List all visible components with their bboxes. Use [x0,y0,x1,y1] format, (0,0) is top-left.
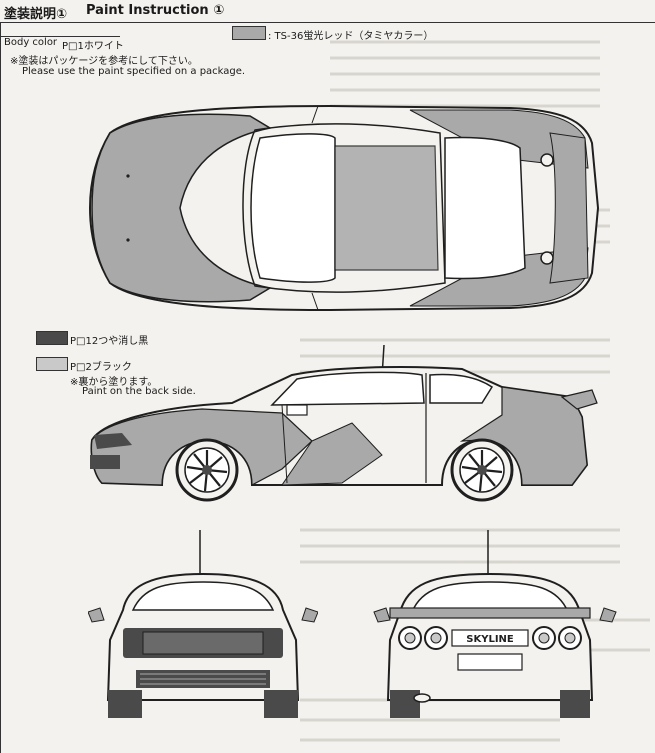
ts36-swatch [232,26,266,40]
page-title-en: Paint Instruction ① [86,3,225,18]
body-color-value: P□1ホワイト [62,41,124,52]
black-legend-label: P□2ブラック [70,362,132,373]
body-color-rule [0,36,120,37]
black-swatch [36,357,68,371]
package-note-jp: ※塗装はパッケージを参考にして下さい。 [10,56,198,67]
body-color-label: Body color [4,37,58,48]
car-top-view [88,104,600,312]
page-title-jp: 塗装説明① [4,7,68,22]
ts36-legend-label: : TS-36蛍光レッド（タミヤカラー） [268,31,434,42]
rear-wheel [450,438,514,502]
package-note-en: Please use the paint specified on a pack… [22,66,246,77]
back-side-note-jp: ※裏から塗ります。 [70,377,158,388]
flat-black-legend-label: P□12つや消し黒 [70,336,149,347]
car-side-view [90,345,598,502]
front-wheel [175,438,239,502]
left-rule [0,22,1,753]
rear-plate-text: SKYLINE [466,634,514,645]
car-rear-view: SKYLINE [373,530,617,718]
flat-black-swatch [36,331,68,345]
rear-lights-left [398,626,448,650]
back-side-note-en: Paint on the back side. [82,386,196,397]
rear-lights-right [532,626,582,650]
car-front-view [88,530,318,718]
header-rule [0,22,655,23]
